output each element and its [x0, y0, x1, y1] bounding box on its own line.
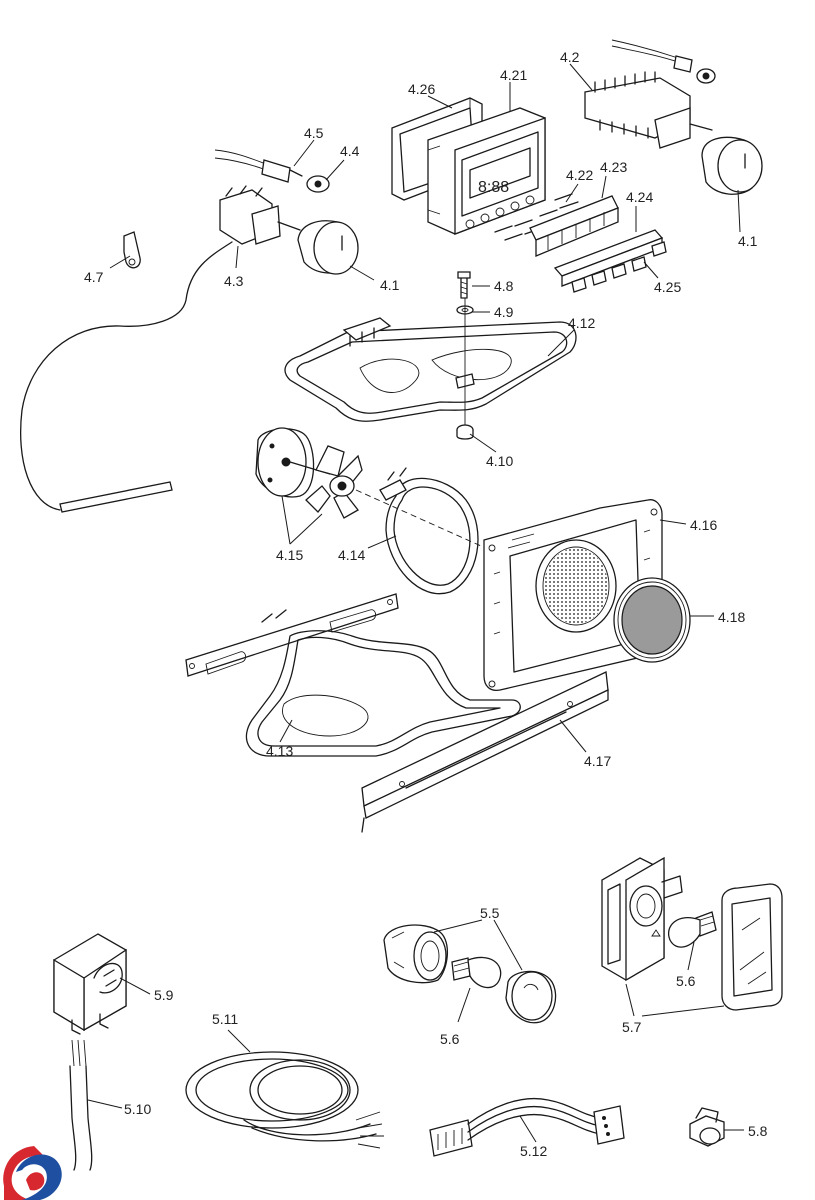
callout-5-8: 5.8	[748, 1123, 768, 1139]
callout-5-11: 5.11	[212, 1011, 238, 1027]
part-5-6-bulb-a	[451, 956, 502, 989]
callout-4-22: 4.22	[566, 167, 593, 183]
callout-4-1-right: 4.1	[738, 233, 758, 249]
part-4-1-control-knob-right	[701, 136, 763, 195]
part-5-6-bulb-b	[668, 911, 717, 948]
part-4-17-bottom-rail	[361, 671, 609, 833]
part-4-18-fan-seal	[613, 577, 691, 663]
part-4-3-thermostat	[19, 185, 301, 513]
part-4-15-fan-motor	[255, 427, 331, 498]
part-4-7-cable-clip	[123, 231, 141, 269]
callout-4-13: 4.13	[266, 743, 293, 759]
callout-5-9: 5.9	[154, 987, 174, 1003]
part-4-2-selector-switch	[584, 39, 716, 149]
part-4-16-back-panel	[483, 499, 663, 692]
callout-4-15: 4.15	[276, 547, 303, 563]
part-5-7-lamp-housing	[601, 856, 683, 982]
part-4-23-button-strip	[529, 195, 619, 257]
digit-display-icon: 8:88	[478, 179, 509, 196]
callout-4-10: 4.10	[486, 453, 513, 469]
part-4-8-screw	[457, 271, 471, 299]
callout-5-6-left: 5.6	[440, 1031, 460, 1047]
callout-4-17: 4.17	[584, 753, 611, 769]
callout-4-5: 4.5	[304, 125, 324, 141]
callout-4-24: 4.24	[626, 189, 653, 205]
part-5-9-terminal-block	[53, 933, 127, 1035]
part-5-7-lamp-glass	[721, 883, 783, 1011]
part-4-5-cable-plug	[214, 149, 303, 183]
part-4-13-lower-element	[245, 630, 521, 757]
callout-4-7: 4.7	[84, 269, 104, 285]
callout-labels: 4.26 4.21 4.2 4.5 4.4 4.22 4.23 4.24 4.1…	[84, 49, 768, 1159]
part-4-24-key-strip	[553, 229, 664, 287]
callout-4-14: 4.14	[338, 547, 365, 563]
part-5-5-lamp-holder	[383, 924, 448, 984]
callout-4-1-left: 4.1	[380, 277, 400, 293]
callout-4-3: 4.3	[224, 273, 244, 289]
fan-axis-line	[355, 489, 491, 551]
leader-lines	[87, 63, 744, 1143]
part-5-10-mains-cable	[69, 1039, 93, 1171]
callout-4-4: 4.4	[340, 143, 360, 159]
part-5-11-wiring-harness	[185, 1051, 384, 1149]
part-4-21-display-timer: 8:88	[427, 107, 546, 235]
callout-4-21: 4.21	[500, 67, 527, 83]
callout-5-7: 5.7	[622, 1019, 642, 1035]
part-4-14-circular-element	[379, 467, 479, 595]
part-4-10-nut	[456, 424, 474, 440]
callout-4-8: 4.8	[494, 278, 514, 294]
callout-5-5: 5.5	[480, 905, 500, 921]
callout-5-10: 5.10	[124, 1101, 151, 1117]
part-4-15-fan-blade	[305, 445, 363, 519]
callout-4-26: 4.26	[408, 81, 435, 97]
part-4-1-control-knob-left	[297, 220, 359, 275]
callout-4-18: 4.18	[718, 609, 745, 625]
callout-5-12: 5.12	[520, 1143, 547, 1159]
callout-4-2: 4.2	[560, 49, 580, 65]
part-5-12-connector-cable	[429, 1098, 625, 1157]
callout-4-12: 4.12	[568, 315, 595, 331]
brand-swirl-icon	[3, 1146, 62, 1200]
callout-4-25: 4.25	[654, 279, 681, 295]
part-4-12-grill-element	[284, 317, 577, 422]
part-4-4-indicator-lamp	[306, 175, 330, 193]
callout-4-9: 4.9	[494, 304, 514, 320]
part-5-8-clip	[689, 1107, 725, 1147]
callout-4-16: 4.16	[690, 517, 717, 533]
part-4-25-keys	[571, 241, 667, 293]
callout-4-23: 4.23	[600, 159, 627, 175]
callout-5-6-right: 5.6	[676, 973, 696, 989]
part-5-5-lamp-cover	[505, 970, 557, 1024]
